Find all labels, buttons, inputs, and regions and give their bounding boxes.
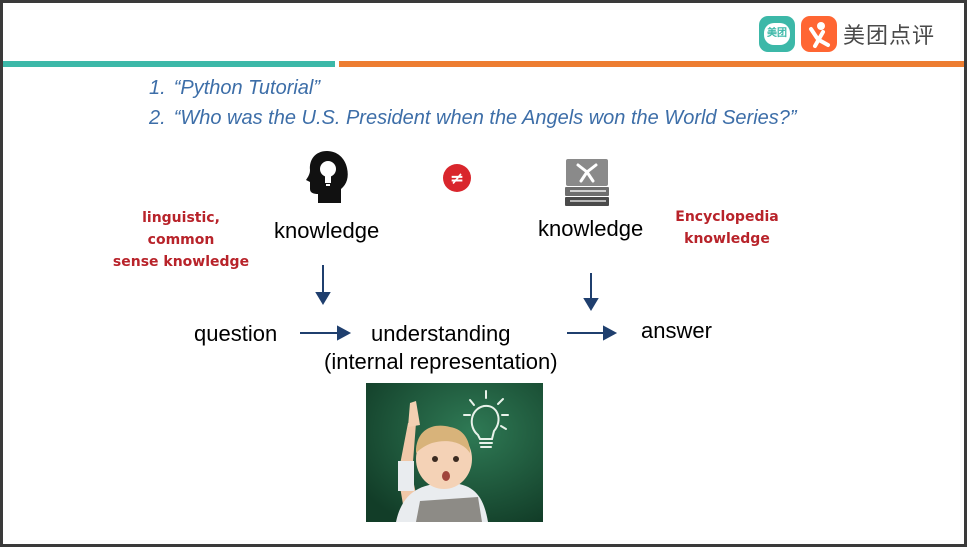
knowledge-label-right: knowledge: [538, 216, 644, 241]
arrow-down-left: [315, 292, 331, 305]
header-bar-teal: [3, 61, 335, 67]
meituan-icon-label: 美团: [764, 23, 790, 45]
answer-label: answer: [641, 318, 712, 343]
arrow-down-right: [583, 298, 599, 311]
brand-text: 美团点评: [843, 24, 936, 49]
knowledge-label-left: knowledge: [274, 218, 380, 243]
arrow-understanding-to-answer: [603, 325, 618, 341]
internal-representation-label: (internal representation): [324, 349, 558, 374]
understanding-label: understanding: [371, 321, 511, 346]
meituan-icon: 美团: [759, 16, 795, 52]
question-item-1: 1.“Python Tutorial”: [149, 77, 321, 99]
meituan-dianping-logo: 美团 美团点评: [759, 15, 935, 53]
not-equal-symbol: ≠: [450, 169, 464, 189]
not-equal-icon: ≠: [442, 163, 472, 198]
question-label: question: [194, 321, 278, 346]
encyclopedia-knowledge-label: Encyclopedia knowledge: [675, 209, 779, 247]
head-lightbulb-icon: [305, 149, 349, 210]
flow-arrows: [300, 265, 618, 341]
books-stack-icon: [563, 157, 611, 212]
child-idea-photo: [366, 383, 543, 522]
slide: 美团 美团点评 1.“Python Tutorial” 2.“Who was t…: [3, 3, 964, 544]
dianping-icon: [801, 16, 837, 52]
header-bar-orange: [339, 61, 964, 67]
linguistic-knowledge-label: linguistic, common sense knowledge: [112, 210, 250, 270]
question-item-2: 2.“Who was the U.S. President when the A…: [149, 107, 797, 129]
question-list: 1.“Python Tutorial” 2.“Who was the U.S. …: [149, 73, 797, 133]
arrow-question-to-understanding: [337, 325, 352, 341]
